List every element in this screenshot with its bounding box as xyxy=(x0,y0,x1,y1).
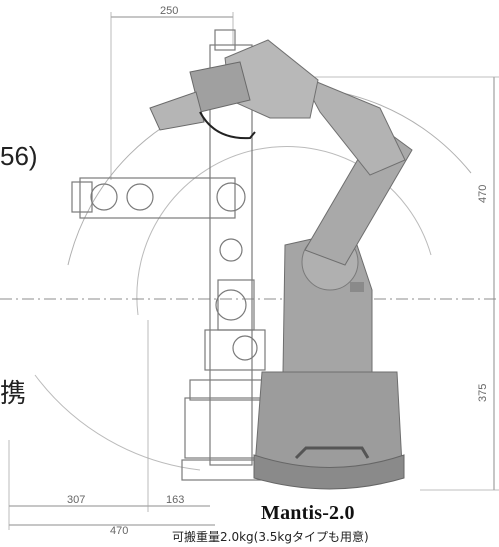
dim-bottom-total-label: 470 xyxy=(110,525,128,537)
reach-envelope-inner xyxy=(136,145,432,316)
dim-right-upper-label: 470 xyxy=(477,185,489,203)
robot-arm-render xyxy=(149,39,413,490)
reach-envelope-lower xyxy=(34,374,201,471)
cropped-text-left-upper: 56) xyxy=(0,141,38,171)
payload-caption: 可搬重量2.0kg(3.5kgタイプも用意) xyxy=(172,530,369,544)
dim-bottom-mid-label: 163 xyxy=(166,494,184,506)
dim-bottom-left-label: 307 xyxy=(67,494,85,506)
dim-right-lower-label: 375 xyxy=(477,384,489,402)
dim-top-label: 250 xyxy=(160,5,178,17)
cropped-text-left-lower: 携 xyxy=(0,379,27,409)
model-caption: Mantis-2.0 xyxy=(261,502,355,524)
